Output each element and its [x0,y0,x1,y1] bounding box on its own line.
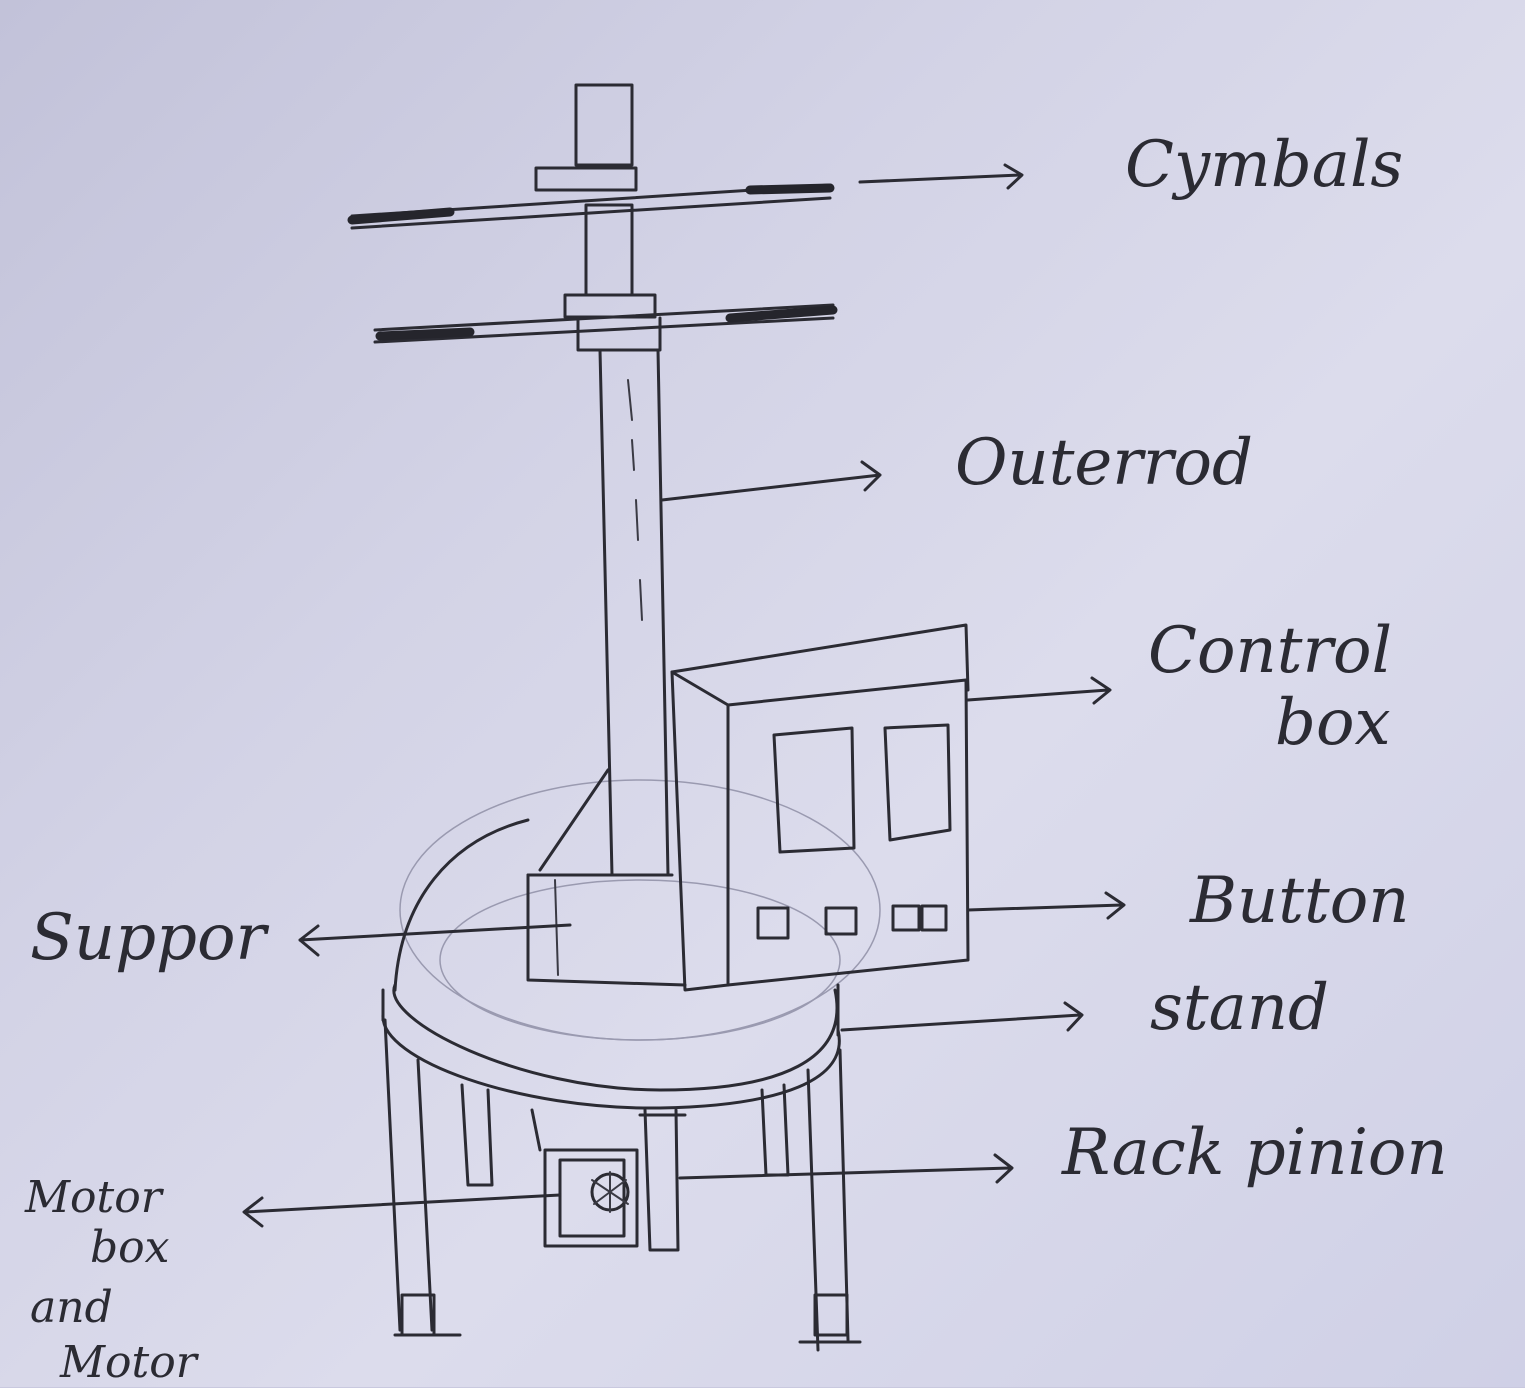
label-motor-line3: and [30,1285,113,1331]
label-motor-line4: Motor [60,1340,197,1386]
motor-box [545,1150,637,1246]
label-cymbals: Cymbals [1125,132,1403,199]
label-support: Suppor [30,905,266,972]
label-control-box-line2: box [1275,690,1391,757]
top-rod [536,85,636,190]
label-motor-line2: box [90,1225,169,1271]
lower-cymbal [375,305,833,342]
label-outer-rod: Outerrod [955,430,1253,497]
annotation-arrows [244,165,1124,1226]
label-motor-line1: Motor [25,1175,162,1221]
support-block [528,770,685,985]
label-rack-pinion: Rack pinion [1062,1120,1448,1187]
label-button: Button [1190,868,1409,935]
label-control-box-line1: Control [1148,618,1392,685]
control-box [672,625,968,990]
middle-rod [565,205,655,317]
faint-guide-lines [400,780,880,1040]
label-stand: stand [1150,975,1329,1042]
rack-pinion [532,1110,685,1250]
